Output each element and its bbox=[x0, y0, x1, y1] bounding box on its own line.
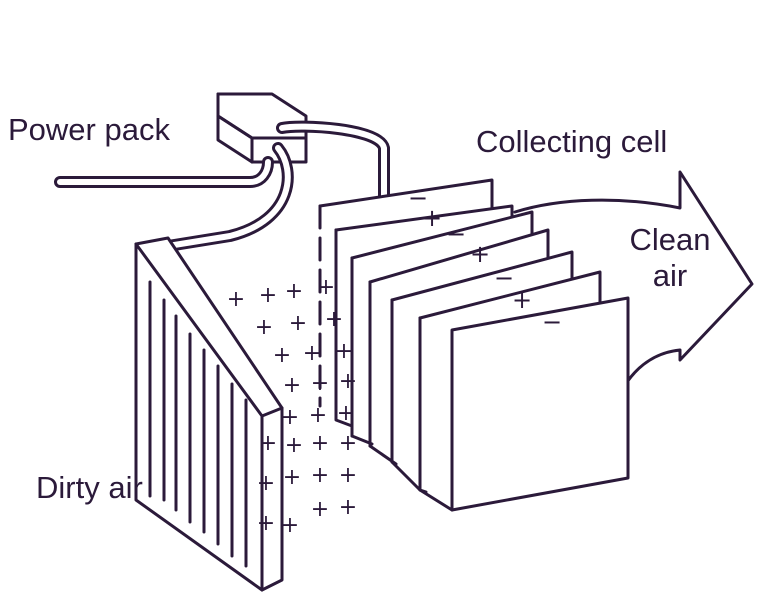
charge-6: + bbox=[512, 286, 532, 314]
charged-particles: + + + + + + + + + + + + + + + + + + + + … bbox=[227, 275, 357, 538]
particle: + bbox=[273, 343, 291, 368]
particle: + bbox=[259, 283, 277, 308]
dirty-air-filter bbox=[134, 236, 284, 592]
clean-air-label-line1: Clean bbox=[629, 222, 711, 257]
clean-air-label: Clean air bbox=[622, 222, 718, 294]
collecting-plates bbox=[318, 178, 630, 512]
particle: + bbox=[311, 463, 329, 488]
charge-7: − bbox=[542, 308, 562, 336]
charge-5: − bbox=[494, 264, 514, 292]
particle: + bbox=[281, 513, 299, 538]
particle: + bbox=[259, 431, 277, 456]
particle: + bbox=[309, 403, 327, 428]
particle: + bbox=[257, 511, 275, 536]
particle: + bbox=[311, 497, 329, 522]
particle: + bbox=[257, 471, 275, 496]
particle: + bbox=[311, 371, 329, 396]
particle: + bbox=[337, 401, 355, 426]
power-pack-label: Power pack bbox=[8, 112, 170, 147]
particle: + bbox=[289, 311, 307, 336]
particle: + bbox=[325, 307, 343, 332]
charge-2: + bbox=[422, 204, 442, 232]
particle: + bbox=[339, 495, 357, 520]
particle: + bbox=[303, 341, 321, 366]
particle: + bbox=[339, 431, 357, 456]
particle: + bbox=[281, 405, 299, 430]
plate-charges: − + − + − + − bbox=[408, 184, 562, 336]
power-cables bbox=[54, 120, 390, 252]
clean-air-arrow bbox=[513, 170, 754, 387]
charge-3: − bbox=[446, 220, 466, 248]
particle: + bbox=[283, 465, 301, 490]
particle: + bbox=[339, 463, 357, 488]
particle: + bbox=[283, 373, 301, 398]
charge-4: + bbox=[470, 240, 490, 268]
collecting-cell-label: Collecting cell bbox=[476, 124, 668, 159]
front-plate bbox=[450, 296, 630, 512]
particle: + bbox=[227, 287, 245, 312]
particle: + bbox=[285, 279, 303, 304]
clean-air-label-line2: air bbox=[652, 258, 688, 293]
particle: + bbox=[285, 433, 303, 458]
charge-1: − bbox=[408, 184, 428, 212]
particle: + bbox=[255, 315, 273, 340]
particle: + bbox=[311, 431, 329, 456]
particle: + bbox=[339, 369, 357, 394]
particle: + bbox=[317, 275, 335, 300]
particle: + bbox=[335, 339, 353, 364]
dirty-air-label: Dirty air bbox=[36, 470, 143, 505]
